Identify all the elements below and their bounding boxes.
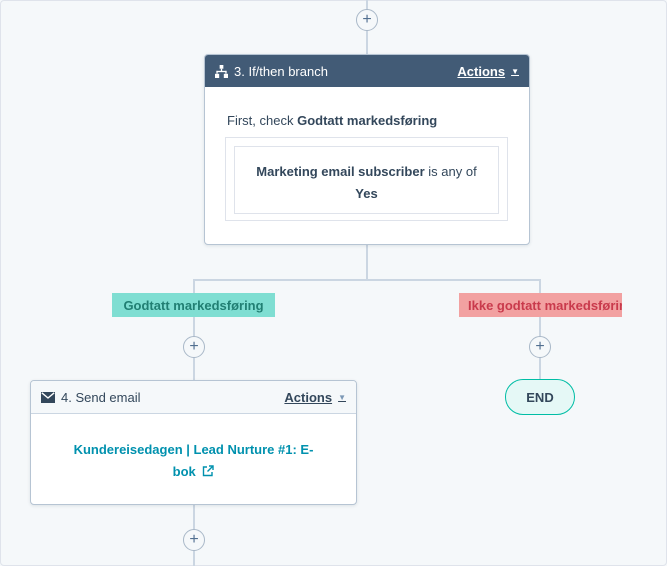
- email-name-line1: Kundereisedagen | Lead Nurture #1: E-: [73, 442, 314, 457]
- caret-down-icon: ▼: [338, 392, 346, 402]
- connector-branch-trunk: [366, 244, 368, 280]
- caret-down-icon: ▼: [511, 66, 519, 76]
- email-name-link[interactable]: Kundereisedagen | Lead Nurture #1: E- bo…: [51, 439, 336, 484]
- branch-card-header: 3. If/then branch Actions ▼: [205, 55, 529, 87]
- add-action-button-left-branch[interactable]: +: [183, 336, 205, 358]
- branch-label-right[interactable]: Ikke godtatt markedsføring: [459, 293, 622, 317]
- external-link-icon[interactable]: [202, 462, 215, 484]
- email-name-line2: bok: [172, 464, 196, 479]
- branch-intro-name: Godtatt markedsføring: [297, 113, 438, 128]
- add-action-button-right-branch[interactable]: +: [529, 336, 551, 358]
- branch-label-left[interactable]: Godtatt markedsføring: [112, 293, 275, 317]
- email-actions-dropdown[interactable]: Actions ▼: [284, 390, 346, 405]
- end-node: END: [505, 379, 575, 415]
- condition-group: Marketing email subscriber is any of Yes: [225, 137, 508, 221]
- condition-property: Marketing email subscriber: [256, 164, 425, 179]
- connector-left-down: [193, 279, 195, 380]
- branch-card-title: 3. If/then branch: [234, 63, 328, 79]
- envelope-icon: [41, 391, 55, 403]
- if-then-branch-card[interactable]: 3. If/then branch Actions ▼ First, check…: [204, 54, 530, 245]
- add-action-button-top[interactable]: +: [356, 9, 378, 31]
- branch-actions-dropdown[interactable]: Actions ▼: [457, 64, 519, 79]
- condition-filter[interactable]: Marketing email subscriber is any of Yes: [234, 146, 499, 214]
- email-actions-label: Actions: [284, 389, 333, 405]
- branch-actions-label: Actions: [457, 63, 506, 79]
- email-card-title: 4. Send email: [61, 389, 141, 405]
- add-action-button-bottom[interactable]: +: [183, 529, 205, 551]
- send-email-card[interactable]: 4. Send email Actions ▼ Kundereisedagen …: [30, 380, 357, 505]
- condition-value: Yes: [355, 186, 378, 201]
- connector-branch-horizontal: [193, 279, 541, 281]
- branch-icon: [215, 64, 228, 78]
- connector-right-down: [539, 279, 541, 380]
- branch-intro-text: First, check Godtatt markedsføring: [227, 113, 437, 128]
- email-card-header: 4. Send email Actions ▼: [31, 381, 356, 414]
- branch-intro-prefix: First, check: [227, 113, 294, 128]
- condition-operator: is any of: [428, 164, 477, 179]
